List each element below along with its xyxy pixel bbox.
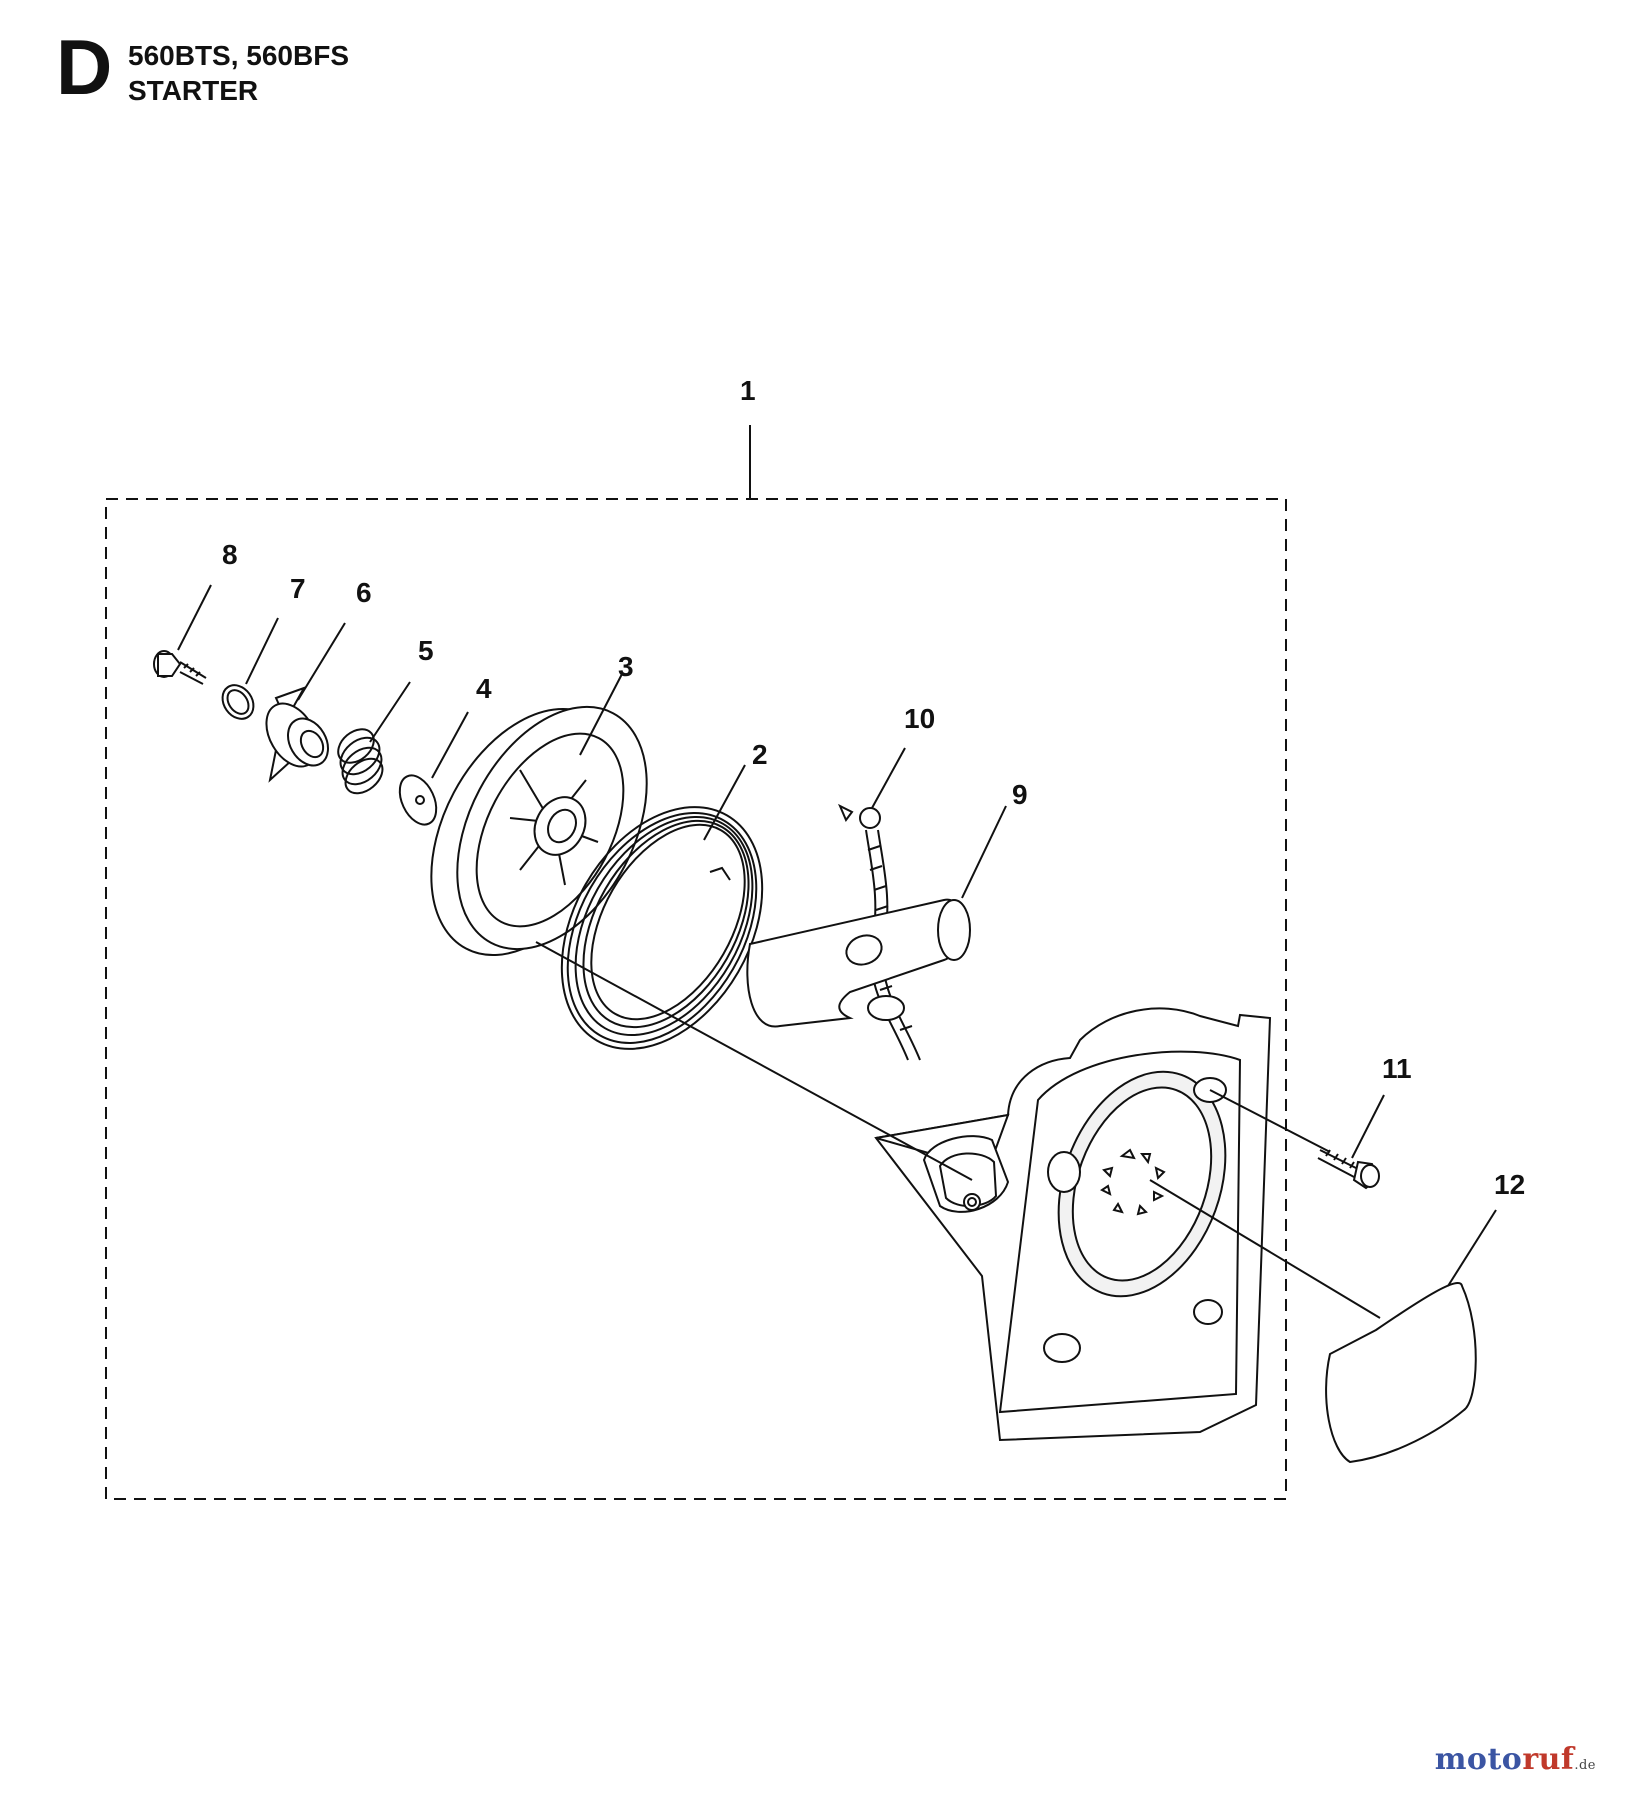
leader-line-9 [961,805,1007,899]
leader-line-11 [1351,1094,1385,1159]
callout-8: 8 [222,539,238,570]
callout-9: 9 [1012,779,1028,810]
model-numbers: 560BTS, 560BFS [128,40,349,71]
leader-line-11-axis [1209,1089,1331,1153]
callout-11: 11 [1382,1053,1412,1084]
leader-line-7 [245,617,279,685]
part-5-spring [337,728,384,795]
part-9-handle [746,898,971,1028]
part-3-pulley [430,705,648,957]
part-6-pawl [265,686,329,783]
callout-2: 2 [752,739,768,770]
leader-line-10 [871,747,906,809]
part-8-screw [153,650,207,685]
leader-line-4 [431,711,469,779]
leader-line-6 [297,622,346,701]
part-7-ring [221,684,255,720]
part-2-recoil-spring [560,806,764,1050]
part-1-starter-housing [874,1007,1272,1442]
leader-line-2 [703,764,746,841]
callout-4: 4 [476,673,492,704]
callout-5: 5 [418,635,434,666]
assembly-group-frame [105,498,1287,1500]
leader-line-1-housing [535,941,973,1181]
part-11-screw [1317,1149,1380,1190]
callout-6: 6 [356,577,372,608]
callout-1: 1 [740,375,756,406]
callout-7: 7 [290,573,306,604]
watermark-logo: motoruf.de [1435,1742,1596,1777]
watermark-part-b: ruf [1522,1742,1575,1777]
section-title: STARTER [128,75,259,106]
watermark-part-a: moto [1434,1742,1523,1777]
part-12-decal [1325,1282,1477,1464]
callout-10: 10 [904,703,935,734]
leader-line-12 [1447,1209,1497,1287]
callout-12: 12 [1494,1169,1525,1200]
leader-line-5 [369,681,411,743]
leader-line-3 [579,673,623,756]
leader-line-8 [177,584,212,651]
part-4-washer [398,774,438,826]
callout-3: 3 [618,651,634,682]
watermark-suffix: .de [1574,1758,1596,1773]
section-letter: D [56,23,113,111]
leader-line-12-axis [1149,1179,1381,1319]
